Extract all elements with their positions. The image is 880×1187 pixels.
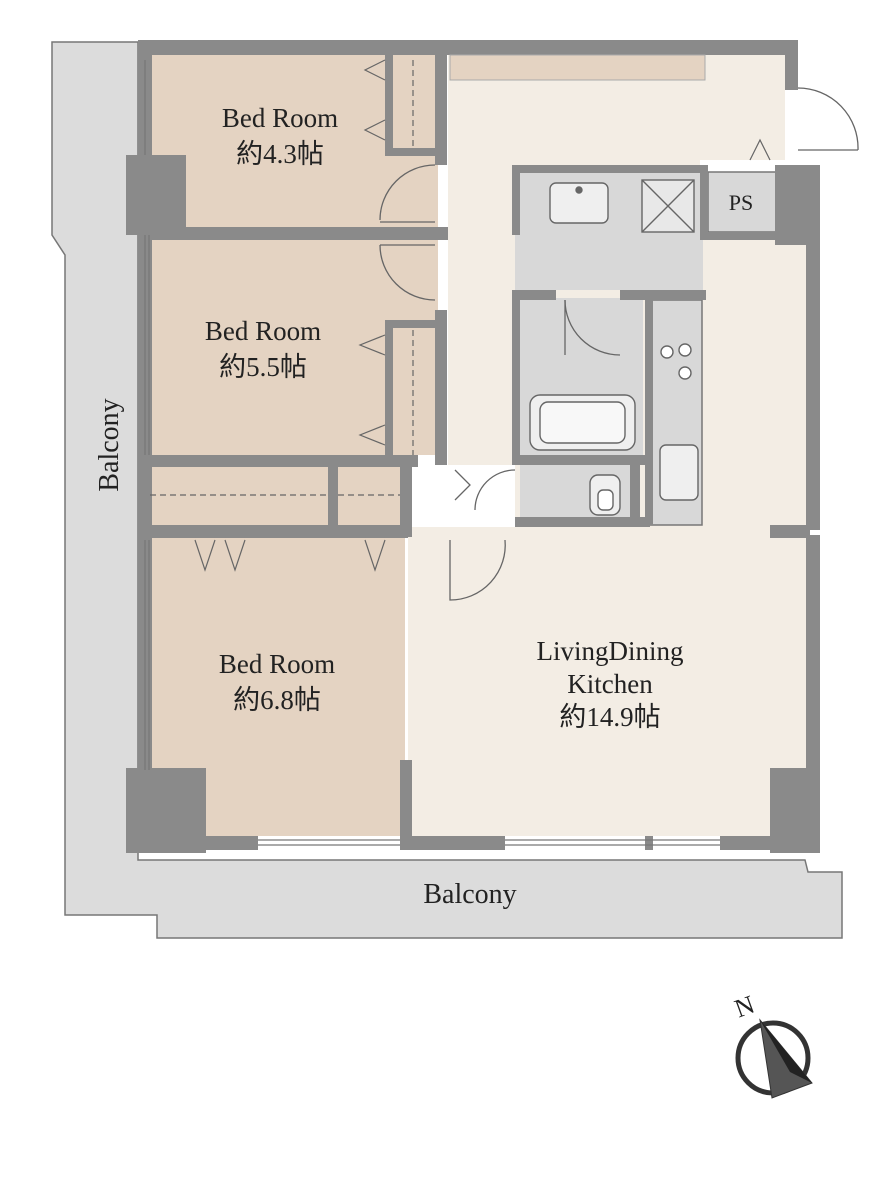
ldk-size: 約14.9帖 [559,702,660,732]
vanity-sink [549,182,609,224]
fixtures [529,179,699,516]
door-swings [379,87,859,601]
ldk-name-line1: LivingDining [537,636,684,666]
bedroom-1-size: 約4.3帖 [236,139,324,169]
entry-shoe-cabinet [449,54,706,81]
compass-north-label: N [731,990,759,1024]
bedroom-3-name: Bed Room [219,649,335,679]
storage-floor [150,465,408,527]
balcony-south-label: Balcony [423,879,516,910]
bedroom-2-floor [150,240,438,455]
bedroom-1-name: Bed Room [222,103,338,133]
compass: N [731,990,813,1099]
closet-markers [150,59,771,572]
balcony-west-label: Balcony [94,398,125,491]
stove-burner [660,345,674,359]
windows [144,60,720,846]
kitchen-sink [659,444,699,501]
ps-label: PS [729,190,753,215]
bedroom-2-size: 約5.5帖 [219,352,307,382]
ldk-name-line2: Kitchen [567,669,653,699]
bedroom-2-name: Bed Room [205,316,321,346]
ps-shaft [707,171,777,233]
bedroom-3-size: 約6.8帖 [233,685,321,715]
